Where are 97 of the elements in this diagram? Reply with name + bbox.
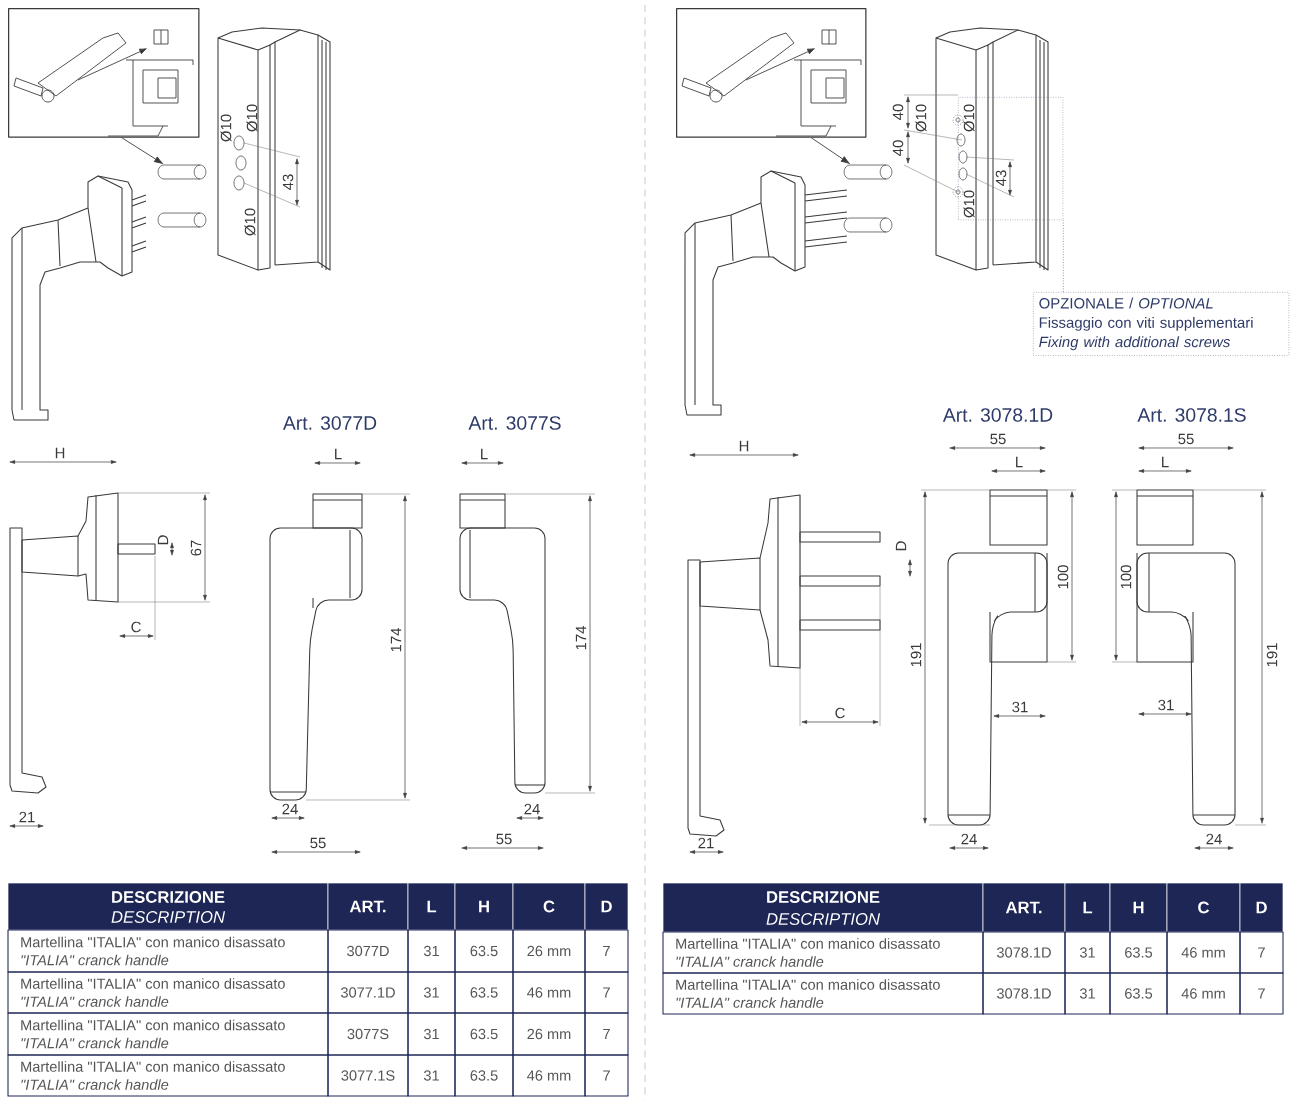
table-cell: 63.5 [1109, 972, 1168, 1015]
table-cell: 31 [1064, 972, 1111, 1015]
dimension-label: Ø10 [915, 104, 927, 132]
table-cell: 7 [584, 1012, 629, 1056]
table-cell: 7 [584, 971, 629, 1014]
dimension-label: H [739, 440, 749, 452]
dimension-label: 24 [961, 833, 977, 845]
table-cell: 63.5 [454, 1012, 514, 1056]
dimension-label: L [335, 448, 342, 460]
table-header-cell: H [1109, 882, 1168, 933]
dimension-label: C [835, 707, 845, 719]
table-header-cell: D [584, 882, 629, 931]
dimension-label: 191 [910, 643, 922, 667]
dotted-frame [958, 97, 1064, 221]
dimension-label: 55 [990, 433, 1006, 445]
article-title: Art. 3078.1D [942, 408, 1053, 422]
dimension-label: C [131, 621, 141, 633]
dimension-label: 24 [282, 803, 298, 815]
article-title: Art. 3077D [282, 416, 377, 430]
table-cell: 46 mm [512, 1054, 586, 1097]
table-header-cell: H [454, 882, 514, 931]
callout-box: OPZIONALE / OPTIONAL Fissaggio con viti supplementari Fixing with additional screws [1033, 292, 1290, 356]
dimension-label: L [1162, 456, 1169, 468]
dimension-label: D [895, 541, 907, 551]
dimension-label: 40 [892, 104, 904, 120]
dimension-label: 24 [524, 803, 540, 815]
dimension-label: Ø10 [963, 104, 975, 132]
dimension-label: Ø10 [246, 104, 258, 132]
pin-drawing [843, 164, 893, 180]
dimension-label: 21 [698, 837, 714, 849]
installation-inset-drawing [676, 8, 867, 138]
dimension-label: D [157, 535, 169, 545]
table-cell: Martellina "ITALIA" con manico disassato "ITALIA" cranck handle [7, 929, 329, 973]
dimension-label: Ø10 [220, 114, 232, 142]
dimension-label: 174 [575, 625, 587, 650]
table-cell: 31 [407, 1012, 456, 1056]
dimension-label: 21 [19, 811, 35, 823]
table-cell: 3078.1D [982, 931, 1066, 974]
table-cell: Martellina "ITALIA" con manico disassato "ITALIA" cranck handle [662, 972, 984, 1015]
table-cell: 63.5 [1109, 931, 1168, 974]
table-cell: Martellina "ITALIA" con manico disassato "ITALIA" cranck handle [662, 931, 984, 974]
dimension-label: 40 [892, 140, 904, 156]
table-cell: 46 mm [512, 971, 586, 1014]
dimension-label: H [55, 447, 65, 459]
dimension-label: 67 [190, 540, 202, 556]
dimension-label: Ø10 [244, 208, 256, 236]
pin-drawing [157, 164, 207, 180]
dimension-label: 43 [995, 170, 1007, 186]
table-cell: 7 [584, 929, 629, 973]
table-cell: 31 [407, 971, 456, 1014]
table-header-cell: C [512, 882, 586, 931]
table-cell: 3077.1S [327, 1054, 409, 1097]
table-cell: 46 mm [1166, 931, 1241, 974]
table-header-cell: L [407, 882, 456, 931]
table-cell: Martellina "ITALIA" con manico disassato "ITALIA" cranck handle [7, 971, 329, 1014]
table-header-cell: ART. [327, 882, 409, 931]
table-cell: 63.5 [454, 1054, 514, 1097]
dimension-label: 55 [496, 833, 512, 845]
table-cell: 31 [407, 929, 456, 973]
table-header-cell: C [1166, 882, 1241, 933]
table-cell: 26 mm [512, 929, 586, 973]
table-header-cell: L [1064, 882, 1111, 933]
dimension-label: 31 [1012, 701, 1028, 713]
table-cell: 63.5 [454, 929, 514, 973]
table-cell: 3077D [327, 929, 409, 973]
table-header-cell: D [1239, 882, 1284, 933]
table-cell: Martellina "ITALIA" con manico disassato "ITALIA" cranck handle [7, 1054, 329, 1097]
table-cell: 31 [1064, 931, 1111, 974]
installation-inset-drawing [8, 8, 200, 138]
dimension-label: 55 [1178, 433, 1194, 445]
table-cell: 3077S [327, 1012, 409, 1056]
table-cell: 3078.1D [982, 972, 1066, 1015]
dimension-label: 100 [1120, 565, 1132, 589]
table-cell: 26 mm [512, 1012, 586, 1056]
dimension-label: 100 [1057, 565, 1069, 589]
table-cell: 7 [584, 1054, 629, 1097]
table-cell: 31 [407, 1054, 456, 1097]
dimension-label: 174 [390, 627, 402, 652]
dimension-label: Ø10 [963, 190, 975, 218]
arrow [121, 137, 164, 165]
table-cell: 46 mm [1166, 972, 1241, 1015]
dimension-label: 31 [1158, 699, 1174, 711]
table-cell: 3077.1D [327, 971, 409, 1014]
dimension-label: 43 [282, 174, 294, 190]
dimension-label: 55 [310, 837, 326, 849]
dimension-label: L [1016, 456, 1023, 468]
table-cell: 63.5 [454, 971, 514, 1014]
table-cell: 7 [1239, 972, 1284, 1015]
dimension-label: 191 [1266, 643, 1278, 667]
table-header-cell: ART. [982, 882, 1066, 933]
dimension-label: 24 [1206, 833, 1222, 845]
article-title: Art. 3078.1S [1137, 408, 1246, 422]
dimension-label: L [481, 448, 488, 460]
table-cell: Martellina "ITALIA" con manico disassato "ITALIA" cranck handle [7, 1012, 329, 1056]
table-cell: 7 [1239, 931, 1284, 974]
arrow [810, 137, 850, 164]
article-title: Art. 3077S [468, 416, 561, 430]
